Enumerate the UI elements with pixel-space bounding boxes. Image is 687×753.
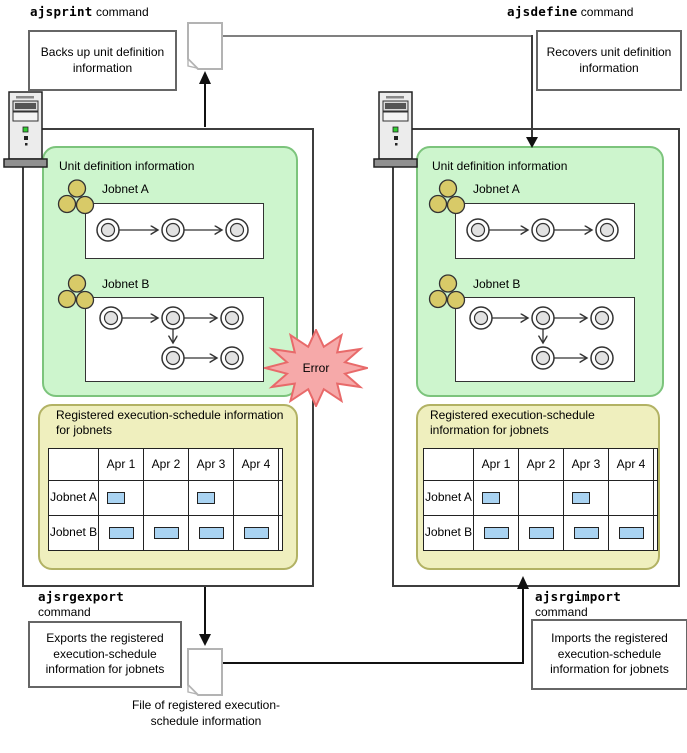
right-host-rect	[392, 128, 680, 587]
ajsrgexport-command-name: ajsrgexport	[38, 589, 125, 604]
ajsprint-description: Backs up unit definition information	[40, 44, 165, 75]
arrowhead-up-to-backup-file	[199, 71, 211, 84]
ajsdefine-command-label: ajsdefine command	[507, 4, 633, 19]
right-jobnet-a-flow	[455, 203, 635, 259]
right-col-apr2: Apr 2	[518, 448, 564, 481]
left-col-sliver	[278, 448, 283, 481]
right-jobnet-a-label: Jobnet A	[473, 182, 520, 196]
right-jobnet-b-flow	[455, 297, 635, 382]
left-row-jobnet-b-label: Jobnet B	[48, 515, 99, 551]
left-col-apr4: Apr 4	[233, 448, 279, 481]
ajsrgimport-description: Imports the registered execution-schedul…	[550, 630, 669, 677]
ajsdefine-command-name: ajsdefine	[507, 4, 578, 19]
unit-definition-file-icon	[187, 22, 223, 70]
ajsrgexport-description-box: Exports the registered execution-schedul…	[28, 621, 182, 688]
ajsrgimport-description-box: Imports the registered execution-schedul…	[531, 619, 687, 690]
schedule-mark	[528, 527, 554, 539]
right-schedule-table: Apr 1 Apr 2 Apr 3 Apr 4 Jobnet A Jobnet …	[423, 448, 658, 551]
right-row-jobnet-a-label: Jobnet A	[423, 480, 474, 516]
right-col-apr1: Apr 1	[473, 448, 519, 481]
schedule-mark	[108, 527, 134, 539]
left-jobnet-b-icon	[57, 274, 95, 310]
right-unit-definition-title: Unit definition information	[432, 159, 568, 173]
ajsdefine-command-word: command	[580, 5, 634, 19]
schedule-mark	[618, 527, 644, 539]
left-row-jobnet-a-label: Jobnet A	[48, 480, 99, 516]
schedule-mark	[107, 492, 125, 504]
right-jobnet-a-icon	[428, 179, 466, 215]
left-table-corner-cell	[48, 448, 99, 481]
ajsdefine-description: Recovers unit definition information	[546, 44, 672, 75]
arrowhead-down-to-export-file	[199, 634, 211, 646]
schedule-mark	[153, 527, 179, 539]
schedule-mark	[198, 527, 224, 539]
ajsrgimport-command-name: ajsrgimport	[535, 589, 622, 604]
left-jobnet-b-label: Jobnet B	[102, 277, 150, 291]
left-jobnet-b-flow	[85, 297, 264, 382]
schedule-mark	[197, 492, 215, 504]
left-jobnet-a-label: Jobnet A	[102, 182, 149, 196]
right-server-icon	[373, 91, 418, 168]
ajsprint-command-word: command	[95, 5, 149, 19]
schedule-file-icon	[187, 648, 223, 696]
ajsprint-command-label: ajsprint command	[30, 4, 149, 19]
ajsdefine-description-box: Recovers unit definition information	[536, 30, 682, 91]
right-jobnet-b-icon	[428, 274, 466, 310]
right-col-sliver	[653, 448, 658, 481]
right-table-corner-cell	[423, 448, 474, 481]
ajsrgexport-description: Exports the registered execution-schedul…	[45, 630, 165, 677]
left-col-apr2: Apr 2	[143, 448, 189, 481]
left-col-apr1: Apr 1	[98, 448, 144, 481]
left-jobnet-a-flow	[85, 203, 264, 259]
left-unit-definition-title: Unit definition information	[59, 159, 195, 173]
ajsrgimport-command-word: command	[535, 605, 588, 619]
right-col-apr4: Apr 4	[608, 448, 654, 481]
right-schedule-title: Registered execution-schedule informatio…	[430, 408, 595, 437]
schedule-mark	[483, 527, 509, 539]
error-starburst-icon	[264, 329, 368, 407]
right-col-apr3: Apr 3	[563, 448, 609, 481]
schedule-mark	[482, 492, 500, 504]
left-jobnet-a-icon	[57, 179, 95, 215]
ajsprint-command-name: ajsprint	[30, 4, 93, 19]
left-server-icon	[3, 91, 48, 168]
ajsrgexport-command-word: command	[38, 605, 91, 619]
schedule-mark	[572, 492, 590, 504]
ajsrgimport-command-label: ajsrgimport command	[535, 589, 621, 620]
schedule-mark	[243, 527, 269, 539]
error-label: Error	[302, 361, 330, 375]
ajsprint-description-box: Backs up unit definition information	[28, 30, 177, 91]
right-jobnet-b-label: Jobnet B	[473, 277, 521, 291]
left-col-apr3: Apr 3	[188, 448, 234, 481]
schedule-mark	[573, 527, 599, 539]
left-schedule-table: Apr 1 Apr 2 Apr 3 Apr 4 Jobnet A Jobnet …	[48, 448, 283, 551]
schedule-file-caption: File of registered execution-schedule in…	[131, 698, 281, 729]
ajsrgexport-command-label: ajsrgexport command	[38, 589, 124, 620]
right-row-jobnet-b-label: Jobnet B	[423, 515, 474, 551]
left-schedule-title: Registered execution-schedule informatio…	[56, 408, 284, 437]
